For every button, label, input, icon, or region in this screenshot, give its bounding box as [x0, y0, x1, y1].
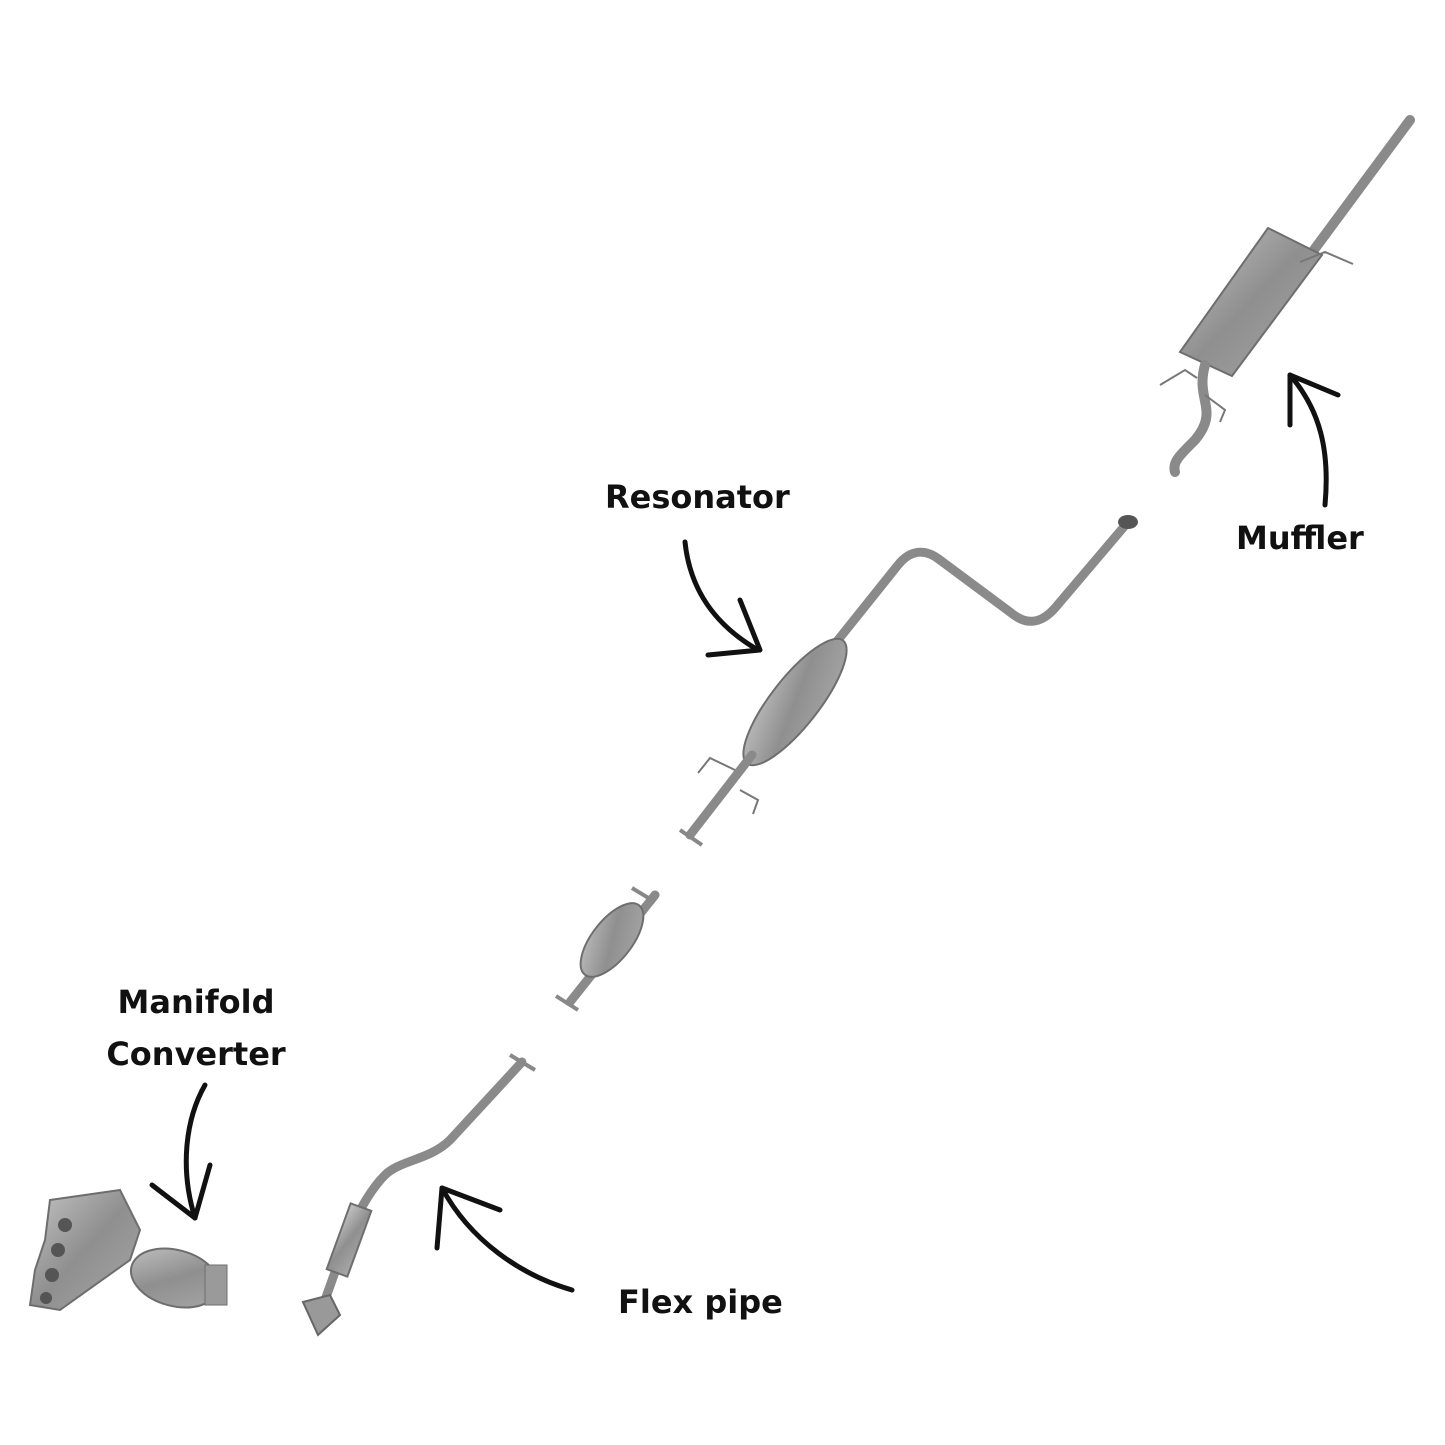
flex-pipe-part — [301, 1053, 537, 1337]
converter-part — [554, 886, 660, 1012]
manifold-converter-part — [28, 1188, 228, 1312]
muffler-part — [1159, 115, 1415, 477]
flex-pipe-arrow-icon — [434, 1185, 575, 1293]
muffler-arrow-icon — [1287, 372, 1341, 508]
manifold-label-line1: Manifold — [117, 983, 275, 1021]
resonator-arrow-icon — [682, 539, 763, 658]
resonator-part — [678, 515, 1138, 847]
resonator-label: Resonator — [605, 478, 790, 516]
manifold-label-line2: Converter — [106, 1035, 286, 1073]
manifold-converter-label: Manifold Converter — [96, 976, 296, 1080]
muffler-label: Muffler — [1236, 519, 1364, 557]
manifold-arrow-icon — [149, 1082, 213, 1221]
flex-pipe-label: Flex pipe — [618, 1283, 783, 1321]
